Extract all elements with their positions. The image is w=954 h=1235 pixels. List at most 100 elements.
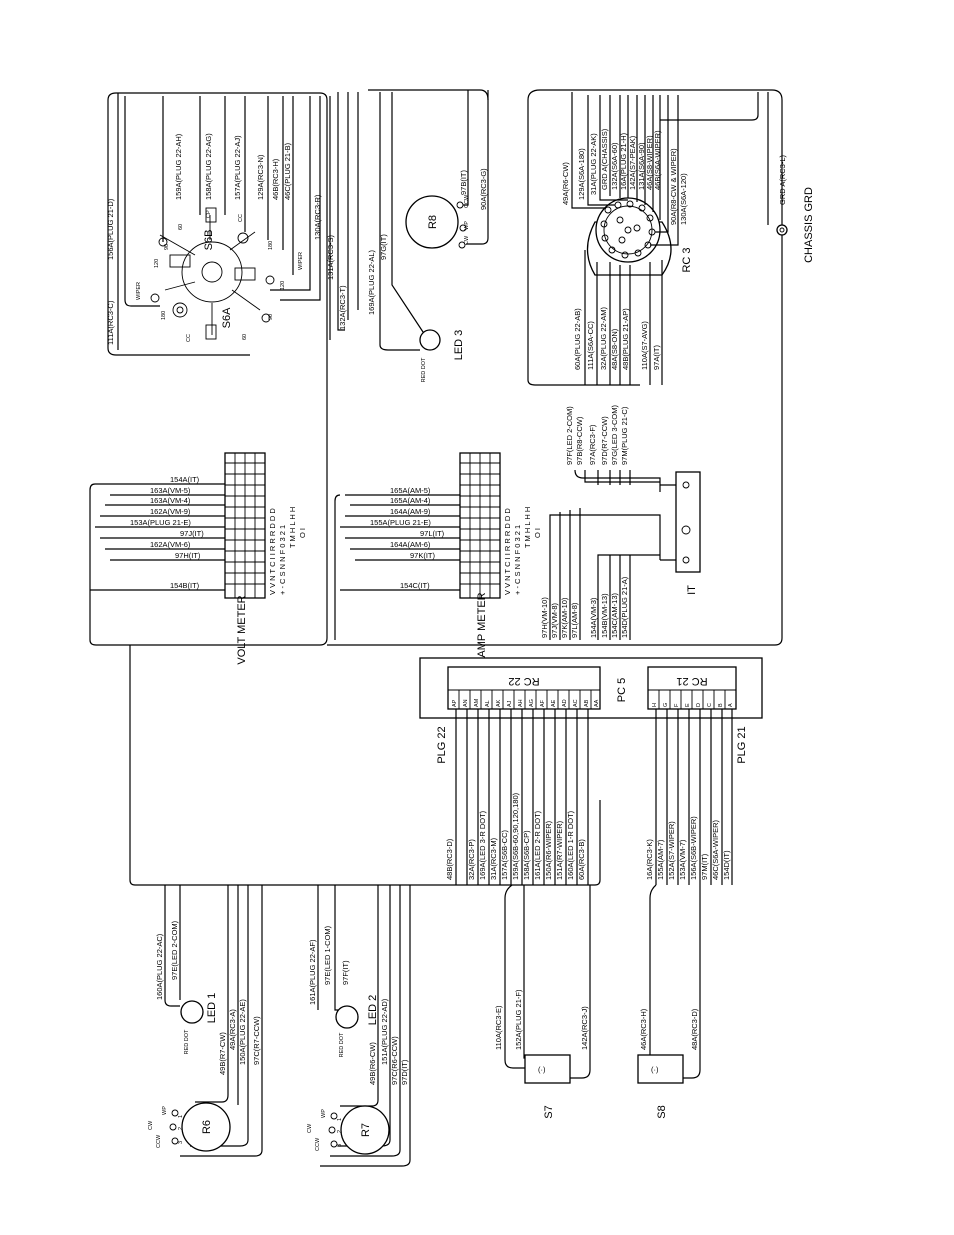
plg21-wire-46C: 46C(S6A-WIPER) — [711, 819, 720, 880]
it-wire-97J: 97J(VM-8) — [550, 602, 559, 638]
s6-wire-46C: 46C(PLUG 21-B) — [283, 142, 292, 200]
amp-wire-164A-9: 164A(AM-9) — [390, 507, 431, 516]
it-wire-154B: 154B(VM-13) — [600, 593, 609, 638]
volt-meter: VOLT METER V V N T C I I R R R D D D + -… — [89, 452, 307, 665]
s6-pos-cc: CC — [186, 334, 192, 342]
plg22-wire-157A: 157A(S6B-CC) — [500, 829, 509, 880]
plg21-pin-F: F — [674, 703, 680, 707]
rc3-label: RC 3 — [681, 247, 693, 272]
r7-pin-ccw: CCW — [315, 1137, 321, 1151]
led3-red-dot: RED DOT — [421, 357, 427, 382]
plg21-wire-labels: 16A(RC3-K) 155A(AM-7) 152A(S7-WIPER) 153… — [645, 816, 731, 880]
it-label: IT — [686, 585, 698, 595]
led1-wire-97E: 97E(LED 2-COM) — [170, 920, 179, 980]
led2-wire-161A: 161A(PLUG 22-AF) — [308, 939, 317, 1005]
r6-pin-1: 1 — [178, 1115, 184, 1118]
r7-pin-3: 3 — [337, 1144, 343, 1147]
it-wire-97M: 97M(PLUG 21-C) — [620, 406, 629, 465]
plg22-wire-151A: 151A(R7-WIPER) — [555, 820, 564, 880]
rc3-wire-31A: 31A(PLUG 22-AK) — [589, 133, 598, 195]
r6-wire-150A: 150A(PLUG 22-AE) — [238, 999, 247, 1065]
amp-meter-signals3: T M H L H H — [523, 507, 532, 548]
rc3-wire-97A: 97A(IT) — [652, 344, 661, 370]
led2-wire-97F: 97F(IT) — [341, 960, 350, 985]
r6-pin-cw: CW — [148, 1120, 154, 1130]
volt-wire-162A-6: 162A(VM-6) — [150, 540, 191, 549]
it-wire-154D: 154D(PLUG 21-A) — [620, 576, 629, 638]
r7-wire-97C: 97C(R6-CCW) — [390, 1036, 399, 1085]
r6-pin-3: 3 — [178, 1141, 184, 1144]
volt-wire-163A-5: 163A(VM-5) — [150, 486, 191, 495]
s6-pos-60-b: 60 — [178, 224, 184, 230]
chassis-ground: GRD A(RC3-L) CHASSIS GRD — [776, 154, 815, 263]
s6-wire-157A: 157A(PLUG 22-AJ) — [233, 135, 242, 200]
s6-wire-158A: 158A(PLUG 22-AG) — [204, 133, 213, 200]
rc3-wire-48A: 48A(S8-ON) — [610, 328, 619, 370]
r7-pin-wp: WP — [321, 1109, 327, 1118]
it-terminal: IT 97F(LED 2-COM) 97B(R8-CCW) 97A(RC3-F)… — [540, 404, 701, 640]
plg22-pin-AC: AC — [573, 699, 579, 707]
amp-meter: AMP METER V V N T C I I R R R D D D + - … — [334, 452, 542, 658]
r6-pot: R6 CW WP CCW 1 2 3 49B(R7-CW) 49A(RC3-A)… — [148, 999, 261, 1152]
it-wire-97K: 97K(AM-10) — [560, 597, 569, 638]
amp-wire-165A-4: 165A(AM-4) — [390, 496, 431, 505]
s7-wire-110A: 110A(RC3-E) — [494, 1005, 503, 1050]
plg21-wire-154D: 154D(IT) — [722, 850, 731, 880]
plg22-wire-labels: 48B(RC3-D) 32A(RC3-P) 169A(LED 3-R DOT) … — [445, 792, 586, 880]
it-wire-97L: 97L(AM-8) — [570, 602, 579, 638]
s6-pos-cp: CP — [206, 210, 212, 218]
r8-pin-wp: WP — [464, 221, 470, 230]
amp-meter-signals4: O I — [533, 528, 542, 538]
plg22-wire-31A: 31A(RC3-M) — [489, 837, 498, 880]
r7-wire-49B: 49B(R6-CW) — [368, 1042, 377, 1085]
amp-wire-154C: 154C(IT) — [400, 581, 430, 590]
s6-pos-180-b: 180 — [268, 241, 274, 250]
led3-wire-97G: 97G(IT) — [379, 234, 388, 260]
led2-label: LED 2 — [367, 995, 379, 1026]
it-wire-97F: 97F(LED 2-COM) — [565, 406, 574, 465]
rc3-wire-131A: 131A(S6A-90) — [637, 142, 646, 190]
volt-meter-label: VOLT METER — [236, 595, 248, 664]
it-wire-154C: 154C(AM-13) — [610, 592, 619, 638]
volt-meter-signals4: O I — [298, 528, 307, 538]
plg21-wire-153A: 153A(VM-7) — [678, 839, 687, 880]
s6-wire-111A: 111A(RC3-C) — [106, 300, 115, 345]
s6-pos-120-b: 120 — [154, 259, 160, 268]
amp-wire-97L: 97L(IT) — [420, 529, 445, 538]
s6-pos-60: 60 — [242, 334, 248, 340]
plg22-pin-AF: AF — [540, 699, 546, 707]
s6-wire-46B: 46B(RC3-H) — [271, 158, 280, 200]
led1: LED 1 RED DOT 160A(PLUG 22-AC) 97E(LED 2… — [155, 920, 218, 1054]
s6-pos-90: 90 — [268, 314, 274, 320]
rc3-wire-60A: 60A(PLUG 22-AB) — [573, 308, 582, 370]
s6-wire-129A: 129A(RC3-N) — [256, 154, 265, 200]
s6-pos-90-b: 90 — [164, 244, 170, 250]
r6-wire-49A: 49A(RC3-A) — [228, 1009, 237, 1050]
r7-label: R7 — [360, 1123, 372, 1137]
s8-wire-46A: 46A(RC3-H) — [639, 1008, 648, 1050]
plg22-pin-AP: AP — [452, 699, 458, 707]
plg22-pin-AE: AE — [551, 699, 557, 707]
plg22-pins: AP AN AM AL AK AJ AH AG AF AE AD AC AB A… — [452, 698, 600, 707]
s7-glyph: (·) — [538, 1065, 546, 1074]
plg21-wire-16A: 16A(RC3-K) — [645, 839, 654, 880]
volt-wire-97H: 97H(IT) — [175, 551, 201, 560]
amp-wire-155A: 155A(PLUG 21-E) — [370, 518, 431, 527]
rc3-wire-49A: 49A(R6-CW) — [561, 162, 570, 205]
it-wire-97B: 97B(R8-CCW) — [575, 416, 584, 465]
r8-wire-97B: 97B(IT) — [459, 169, 468, 195]
s6-pos-120: 120 — [280, 281, 286, 290]
r7-wire-97D: 97D(IT) — [400, 1059, 409, 1085]
led3-wire-169A: 169A(PLUG 22-AL) — [367, 249, 376, 315]
s6-pos-cc-b: CC — [238, 214, 244, 222]
plg22-pin-AN: AN — [463, 699, 469, 707]
r8-pin-ccw: CCW — [464, 194, 470, 208]
plg22-wire-159A: 159A(S6B-60,90,120,180) — [511, 792, 520, 880]
s7-wire-142A: 142A(RC3-J) — [580, 1006, 589, 1050]
chassis-label: CHASSIS GRD — [803, 187, 815, 263]
volt-wire-154A: 154A(IT) — [170, 475, 200, 484]
plg22-pin-AD: AD — [562, 699, 568, 707]
plg22-wire-161A: 161A(LED 2-R DOT) — [533, 810, 542, 880]
plg22-pin-AA: AA — [594, 699, 600, 707]
